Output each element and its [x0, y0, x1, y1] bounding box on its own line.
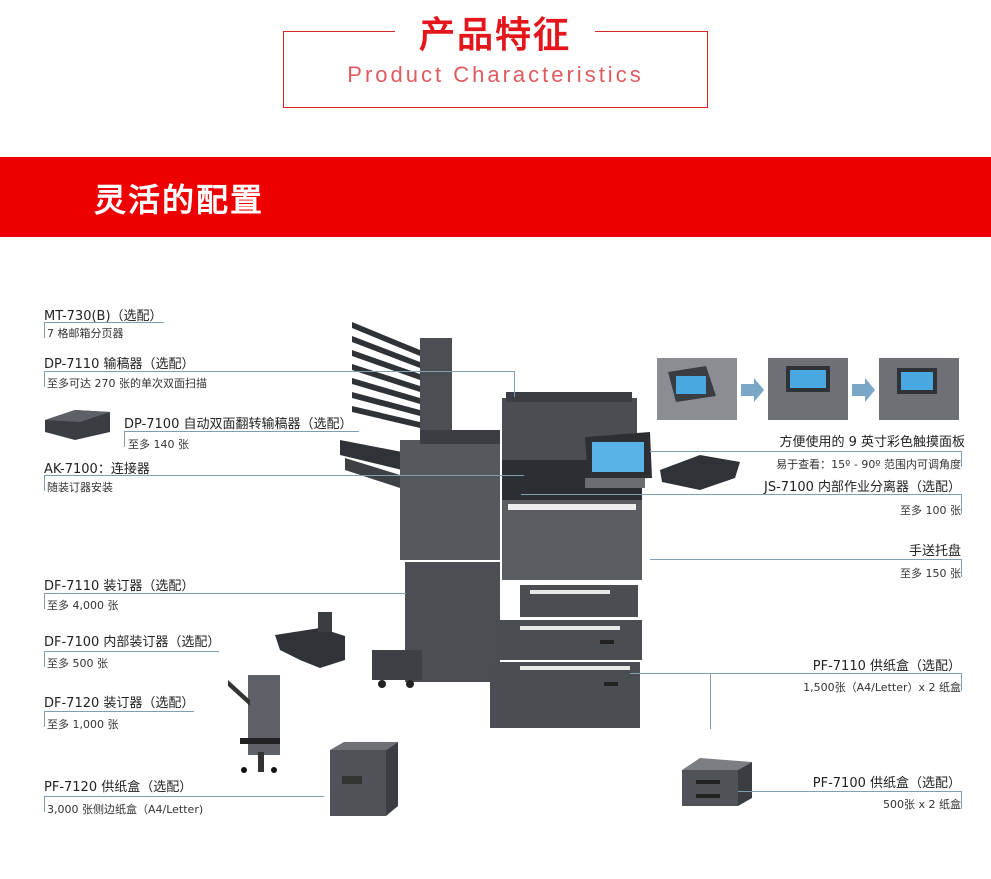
mt730-label: MT-730(B)（选配）: [44, 309, 163, 324]
df7120-desc: 至多 1,000 张: [47, 718, 119, 731]
pf7100-image: [682, 758, 752, 806]
pf7120-label: PF-7120 供纸盒（选配）: [44, 780, 193, 795]
js7100-image: [660, 455, 740, 490]
dp7110-desc: 至多可达 270 张的单次双面扫描: [47, 377, 207, 390]
df7100-label: DF-7100 内部装订器（选配）: [44, 635, 221, 650]
df7110-label: DF-7110 装订器（选配）: [44, 579, 195, 594]
df7120-image: [228, 675, 280, 773]
dp7100-label: DP-7100 自动双面翻转输稿器（选配）: [124, 417, 353, 432]
pf7100-label: PF-7100 供纸盒（选配）: [812, 776, 961, 791]
touch-panel-image: [585, 432, 652, 488]
touch-panel-desc: 易于查看：15º - 90º 范围内可调角度: [776, 458, 961, 471]
dp7100-image: [45, 410, 110, 440]
pf7120-image: [330, 742, 398, 816]
pf7100-desc: 500张 x 2 纸盒: [883, 798, 961, 811]
printer-body-image: [490, 392, 642, 728]
page-subtitle: Product Characteristics: [347, 62, 644, 87]
df7100-desc: 至多 500 张: [47, 657, 108, 670]
ak7100-desc: 随装订器安装: [47, 481, 113, 494]
df7110-desc: 至多 4,000 张: [47, 599, 119, 612]
finisher-image: [340, 430, 500, 688]
mt730-desc: 7 格邮箱分页器: [47, 327, 124, 340]
dp7110-label: DP-7110 输稿器（选配）: [44, 357, 195, 372]
page-title: 产品特征: [395, 14, 595, 58]
pf7120-desc: 3,000 张侧边纸盒（A4/Letter): [47, 803, 204, 816]
dp7100-desc: 至多 140 张: [128, 438, 189, 451]
section-banner: 灵活的配置: [0, 157, 991, 237]
section-title: 灵活的配置: [94, 181, 265, 219]
touch-panel-label: 方便使用的 9 英寸彩色触摸面板: [779, 435, 965, 450]
mailbox-sorter-image: [352, 322, 452, 438]
df7120-label: DF-7120 装订器（选配）: [44, 696, 195, 711]
js7100-label: JS-7100 内部作业分离器（选配）: [764, 480, 961, 495]
pf7110-label: PF-7110 供纸盒（选配）: [812, 659, 961, 674]
df7100-image: [275, 612, 345, 668]
bypass-tray-label: 手送托盘: [908, 544, 961, 559]
bypass-tray-desc: 至多 150 张: [900, 567, 961, 580]
js7100-desc: 至多 100 张: [900, 504, 961, 517]
pf7110-desc: 1,500张（A4/Letter）x 2 纸盒: [803, 681, 961, 694]
ak7100-label: AK-7100：连接器: [44, 462, 150, 477]
touch-panel-photos: [657, 358, 959, 420]
